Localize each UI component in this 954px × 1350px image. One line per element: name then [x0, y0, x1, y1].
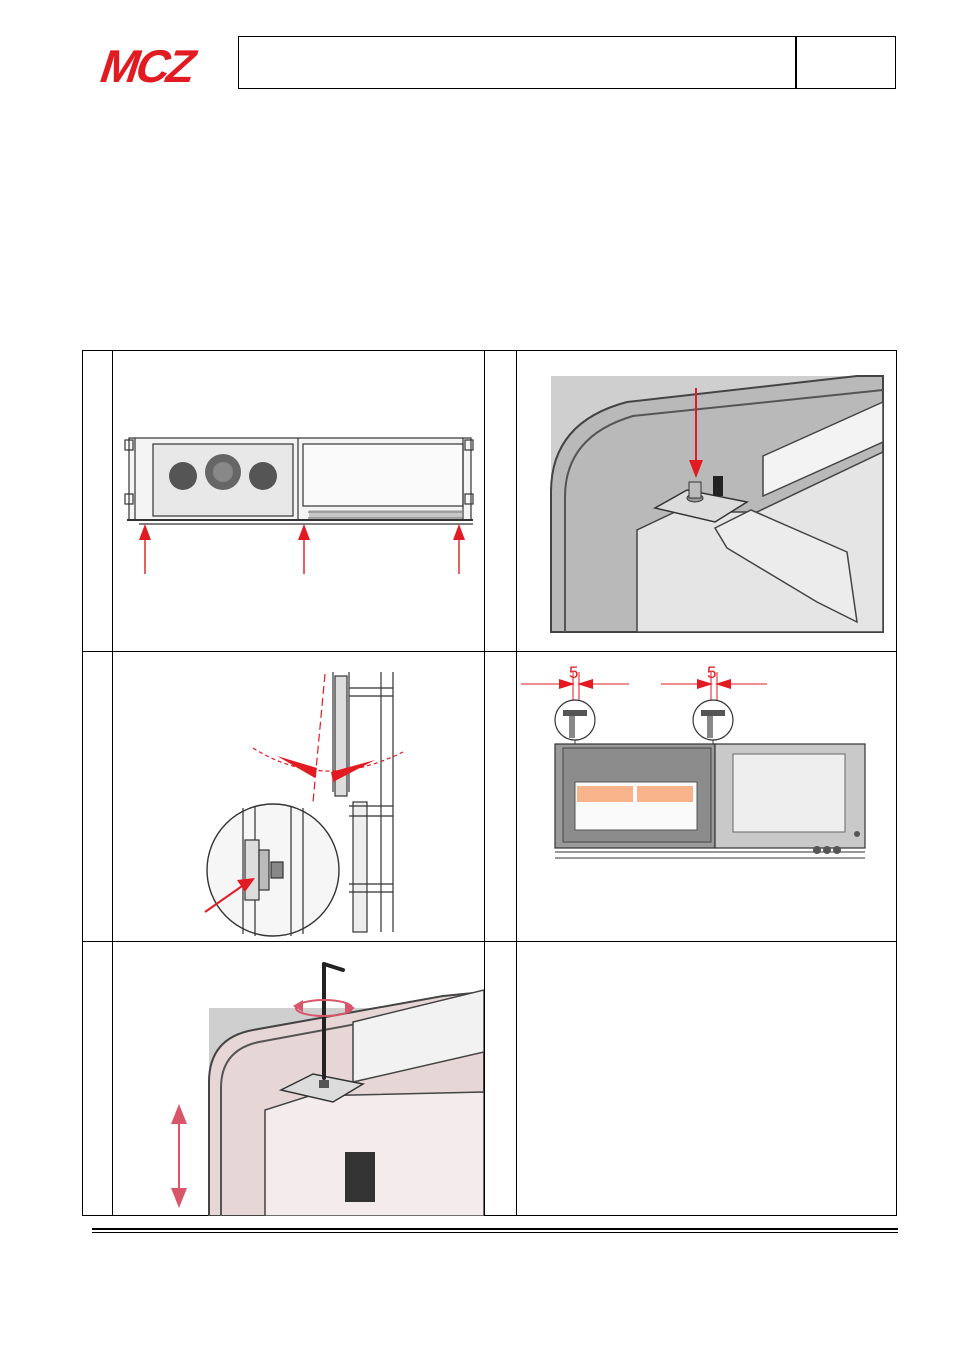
figure-front-gap-dimensions: 5 5: [517, 652, 897, 941]
gap-right-label: 5: [707, 663, 716, 682]
footer-rule: [92, 1228, 898, 1230]
figure-side-angle-detail: [113, 652, 484, 941]
svg-text:MCZ: MCZ: [94, 42, 204, 88]
grid-column-line: [484, 351, 485, 1215]
figure-corner-bracket-screw: [517, 352, 897, 651]
gap-left-label: 5: [569, 663, 578, 682]
figure-hex-key-adjustment: [113, 942, 484, 1216]
mcz-logo: MCZ: [94, 42, 204, 88]
grid-column-line: [112, 351, 113, 1215]
header-page-number-divider: [795, 36, 797, 89]
grid-row-line: [83, 941, 896, 942]
figure-front-view-feet: [113, 352, 484, 651]
grid-row-line: [83, 651, 896, 652]
instruction-figure-grid: 5 5: [82, 350, 897, 1216]
grid-column-line: [516, 351, 517, 1215]
footer-rule-thin: [92, 1232, 898, 1233]
header-title-box: [238, 36, 896, 89]
